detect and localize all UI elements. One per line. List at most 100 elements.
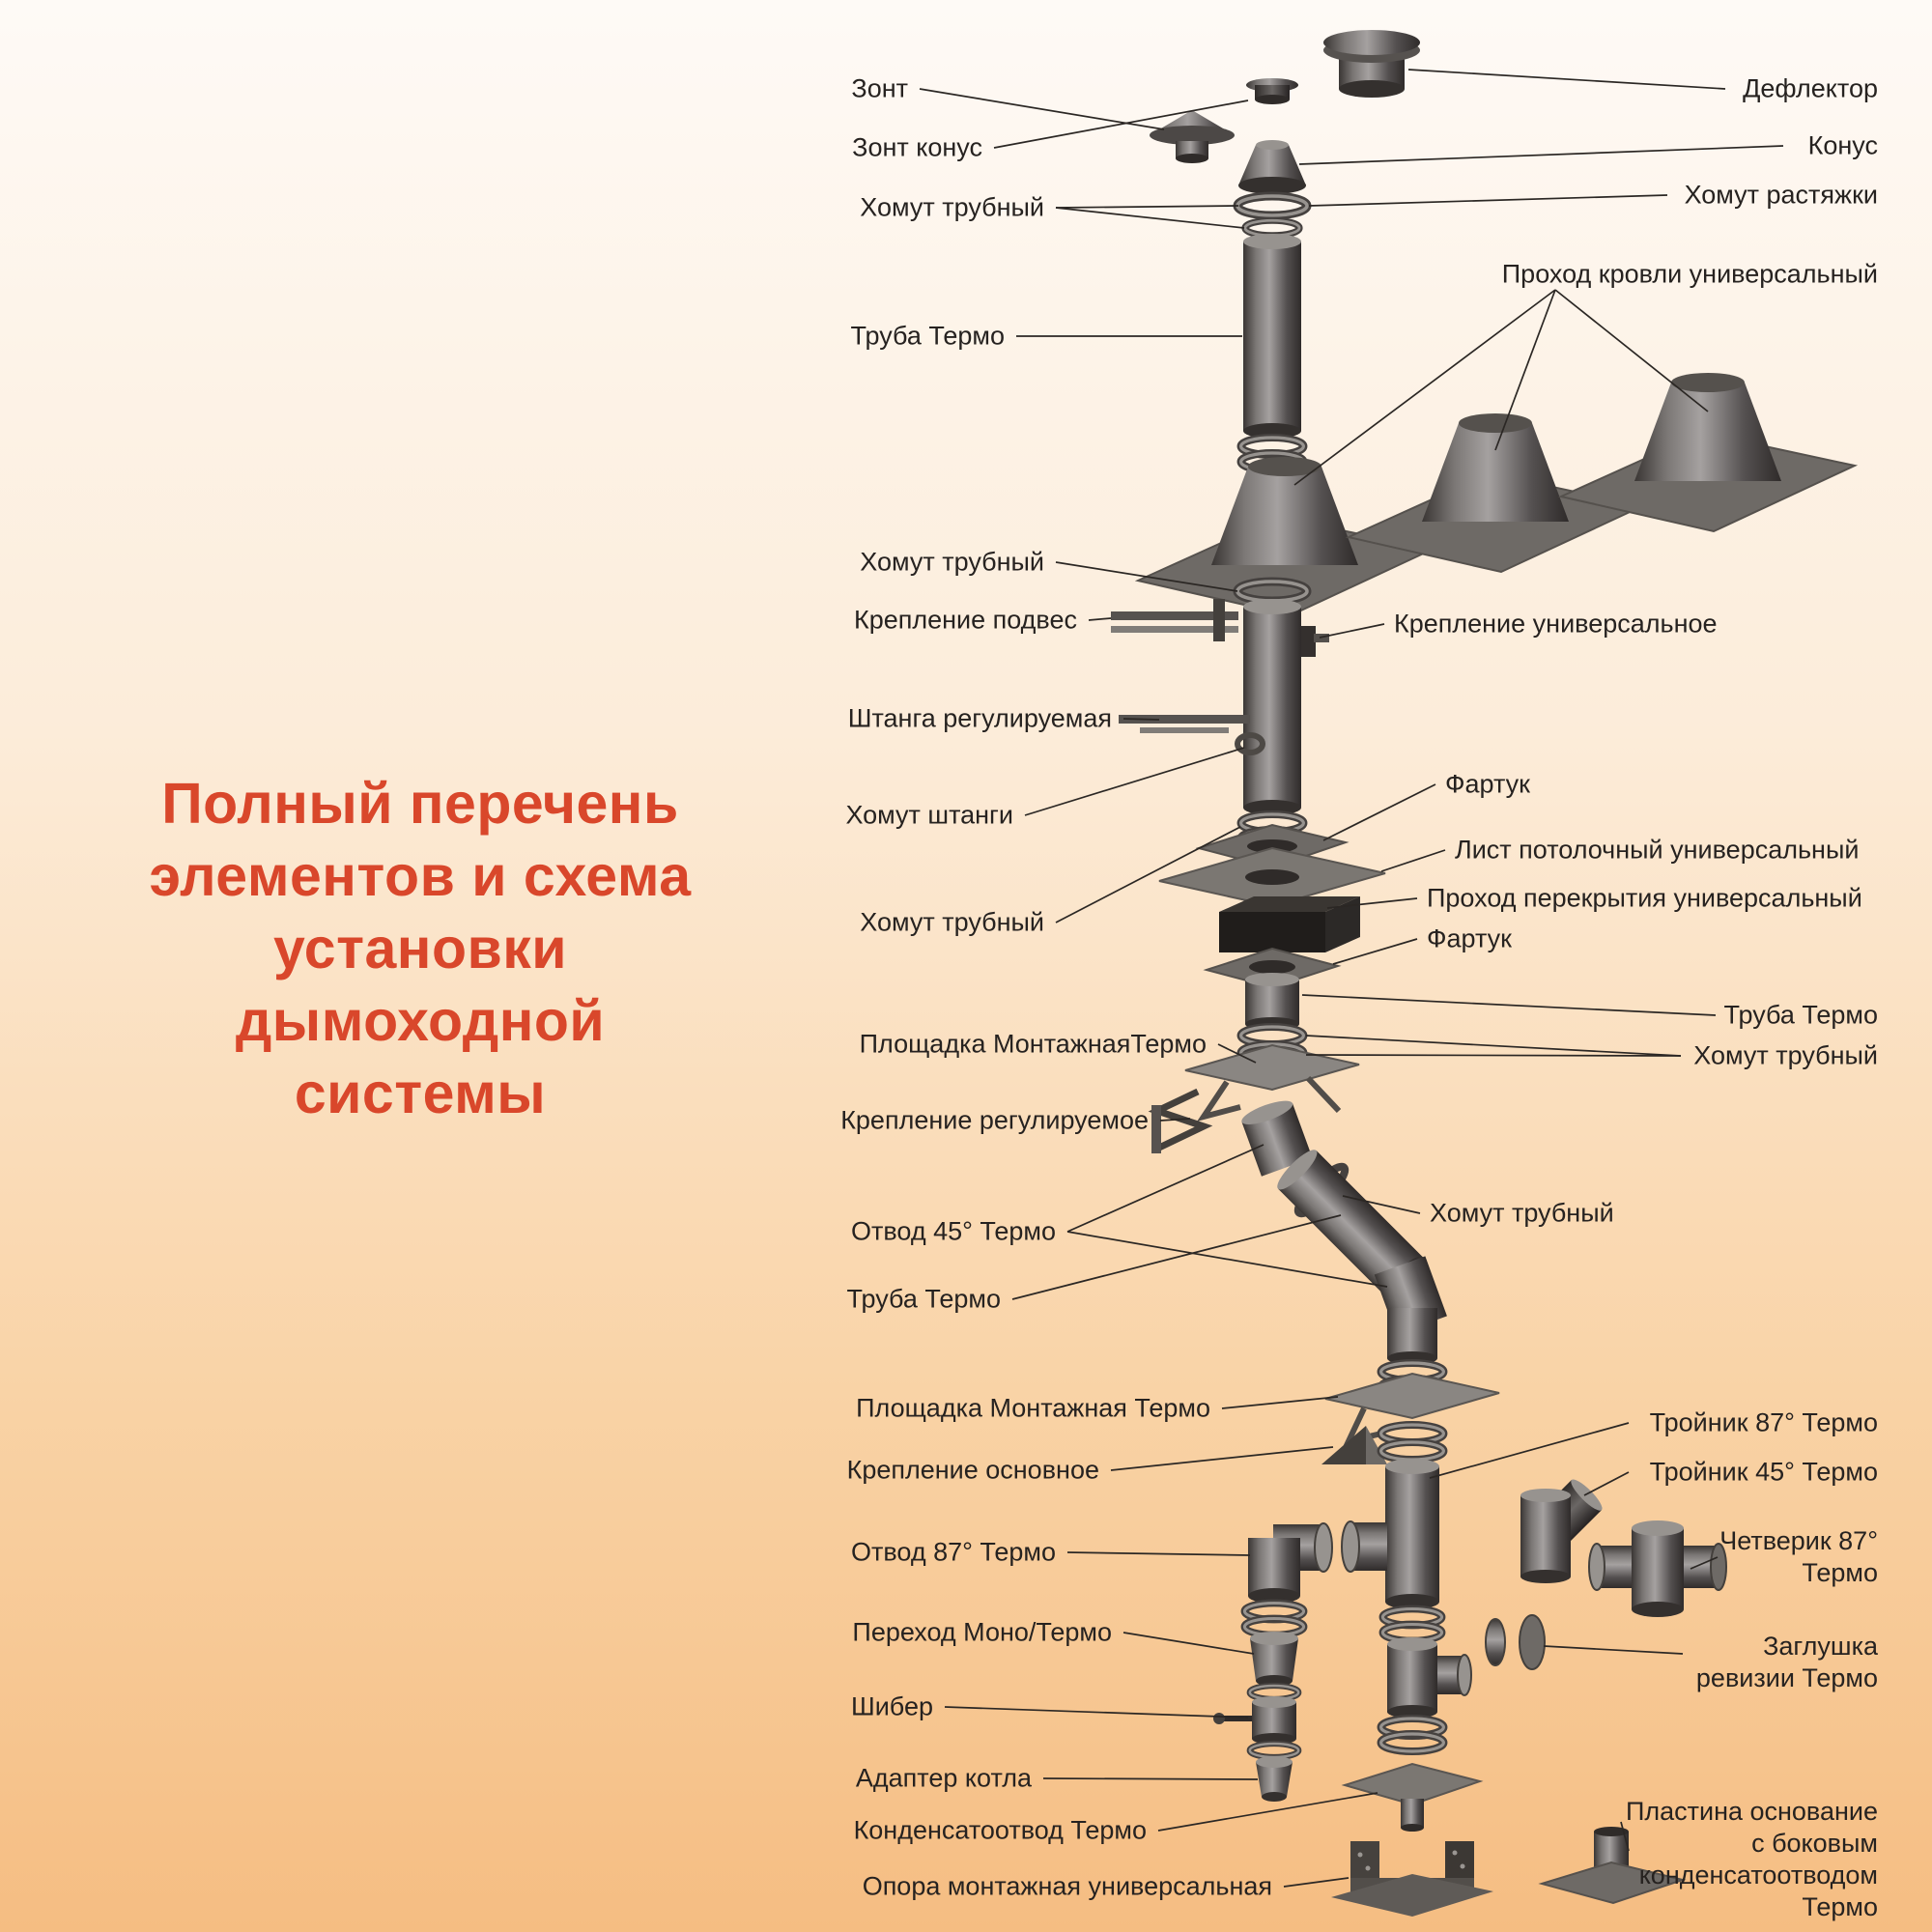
- part-label-kondensatootvod: Конденсатоотвод Термо: [853, 1815, 1147, 1845]
- shiber-part: [1213, 1696, 1296, 1745]
- part-label-shiber: Шибер: [850, 1691, 933, 1721]
- part-label-deflektor: Дефлектор: [1743, 73, 1878, 103]
- part-label-truba-termo-1: Труба Термо: [850, 321, 1005, 351]
- part-label-truba-termo-r: Труба Термо: [1723, 1000, 1878, 1030]
- leader-line-konus: [1298, 145, 1784, 165]
- part-label-zont-konus: Зонт конус: [852, 132, 982, 162]
- truba-termo-part-3: [1245, 973, 1299, 1031]
- perekhod-mono-termo-part: [1250, 1632, 1298, 1687]
- part-label-homut-trubny-r2: Хомут трубный: [1430, 1198, 1614, 1228]
- plastina-osnovanie-part: [1538, 1827, 1687, 1905]
- part-label-kreplenie-reguliruemoe: Крепление регулируемое: [840, 1105, 1149, 1135]
- roof-passage-part-1: [1134, 457, 1435, 617]
- leader-line-homut-shtangi: [1024, 747, 1245, 816]
- leader-line-zont-konus: [993, 99, 1249, 149]
- leader-line-plastina-osnovanie: [1620, 1821, 1630, 1852]
- part-label-adapter-kotla: Адаптер котла: [855, 1763, 1032, 1793]
- pipe-clamp-ring: [1381, 1442, 1444, 1460]
- opora-montazhnaya-part: [1331, 1841, 1493, 1917]
- part-label-kreplenie-universalnoe: Крепление универсальное: [1394, 609, 1718, 639]
- part-label-homut-trubny-3: Хомут трубный: [860, 907, 1044, 937]
- part-label-homut-trubny-1: Хомут трубный: [860, 192, 1044, 222]
- part-label-kreplenie-osnovnoe: Крепление основное: [846, 1455, 1099, 1485]
- pipe-clamp-ring: [1250, 1744, 1298, 1757]
- troinik-45-part: [1520, 1479, 1603, 1583]
- part-label-list-potolochny: Лист потолочный универсальный: [1455, 835, 1860, 865]
- leader-line-deflektor: [1407, 69, 1726, 90]
- kreplenie-reguliruemoe-part: [1148, 1088, 1213, 1153]
- list-potolochny-part: [1158, 846, 1386, 908]
- shtanga-part: [1119, 715, 1250, 733]
- leader-line-kondensatootvod: [1157, 1792, 1378, 1832]
- leader-line-homut-trubny-1: [1055, 205, 1239, 209]
- leader-line-fartuk-1: [1322, 783, 1436, 841]
- homut-rastyazhki-part: [1237, 196, 1307, 215]
- part-label-kreplenie-podves: Крепление подвес: [853, 605, 1077, 635]
- leader-line-prohod-krovli: [1494, 289, 1556, 451]
- poster-title: Полный перечень элементов и схема устано…: [53, 768, 787, 1130]
- part-label-opora: Опора монтажная универсальная: [862, 1871, 1272, 1901]
- part-label-konus: Конус: [1807, 130, 1878, 160]
- pipe-clamp-ring: [1245, 220, 1299, 236]
- part-label-homut-rastyazhki: Хомут растяжки: [1684, 180, 1878, 210]
- part-label-fartuk-1: Фартук: [1445, 769, 1530, 799]
- part-label-prohod-perekrytiya: Проход перекрытия универсальный: [1427, 883, 1862, 913]
- part-label-troinik-45: Тройник 45° Термо: [1649, 1457, 1878, 1487]
- leader-lines: [919, 69, 1784, 1888]
- leader-line-list-potolochny: [1380, 849, 1446, 872]
- leader-line-homut-trubny-r1: [1305, 1035, 1682, 1057]
- leader-line-homut-trubny-1: [1055, 207, 1245, 229]
- leader-line-homut-trubny-r1: [1305, 1054, 1682, 1057]
- pipe-clamp-ring: [1381, 1734, 1444, 1751]
- ploshchadka-montazhnaya-part-1: [1184, 1043, 1360, 1122]
- title-line: системы: [294, 1062, 547, 1125]
- leader-line-perekhod: [1122, 1632, 1255, 1655]
- part-label-homut-trubny-2: Хомут трубный: [860, 547, 1044, 577]
- part-label-homut-trubny-r1: Хомут трубный: [1693, 1040, 1878, 1070]
- leader-line-kreplenie-universalnoe: [1319, 623, 1385, 639]
- part-label-shtanga: Штанга регулируемая: [847, 703, 1112, 733]
- leader-line-ploshchadka-2: [1221, 1396, 1339, 1409]
- part-label-prohod-krovli: Проход кровли универсальный: [1501, 259, 1878, 289]
- deflector-part: [1323, 30, 1420, 98]
- homut-shtangi-part: [1235, 732, 1265, 755]
- otvod-87-part: [1248, 1522, 1333, 1604]
- part-label-chetverik-87: Четверик 87°Термо: [1719, 1526, 1878, 1587]
- zaglushka-revizii-part: [1485, 1614, 1546, 1670]
- leader-line-troinik-87: [1429, 1422, 1630, 1479]
- title-line: установки: [272, 917, 568, 980]
- leader-line-adapter-kotla: [1042, 1777, 1259, 1780]
- leader-line-shtanga: [1122, 718, 1160, 721]
- part-label-ploshchadka-1: Площадка МонтажнаяТермо: [859, 1029, 1207, 1059]
- part-label-truba-termo-2: Труба Термо: [846, 1284, 1001, 1314]
- truba-termo-part-2: [1243, 599, 1301, 815]
- prohod-perekrytiya-part: [1219, 896, 1360, 952]
- leader-line-fartuk-2: [1332, 938, 1418, 965]
- zont-part: [1150, 110, 1235, 163]
- roof-passage-part-3: [1557, 373, 1859, 533]
- truba-termo-part-1: [1243, 234, 1301, 439]
- leader-line-otvod-45: [1066, 1231, 1388, 1288]
- title-line: дымоходной: [235, 989, 606, 1053]
- konus-part: [1238, 140, 1306, 194]
- leader-line-opora: [1283, 1877, 1350, 1888]
- leader-line-homut-trubny-3: [1055, 826, 1241, 923]
- part-label-otvod-45: Отвод 45° Термо: [850, 1216, 1056, 1246]
- troinik-revizia-part: [1387, 1637, 1472, 1719]
- part-label-perekhod: Переход Моно/Термо: [852, 1617, 1112, 1647]
- leader-line-prohod-perekrytiya: [1326, 897, 1418, 909]
- troinik-87-part: [1341, 1459, 1439, 1609]
- otvod-45-part-1: [1241, 1100, 1313, 1177]
- part-label-otvod-87: Отвод 87° Термо: [850, 1537, 1056, 1567]
- leader-line-zont: [919, 88, 1165, 130]
- leader-line-truba-termo-r: [1301, 994, 1717, 1016]
- title-line: Полный перечень: [161, 772, 679, 836]
- part-label-fartuk-2: Фартук: [1427, 923, 1512, 953]
- leader-line-chetverik-87: [1690, 1556, 1719, 1570]
- leader-line-troinik-45: [1583, 1471, 1630, 1496]
- leader-line-kreplenie-reguliruemoe: [1159, 1118, 1191, 1122]
